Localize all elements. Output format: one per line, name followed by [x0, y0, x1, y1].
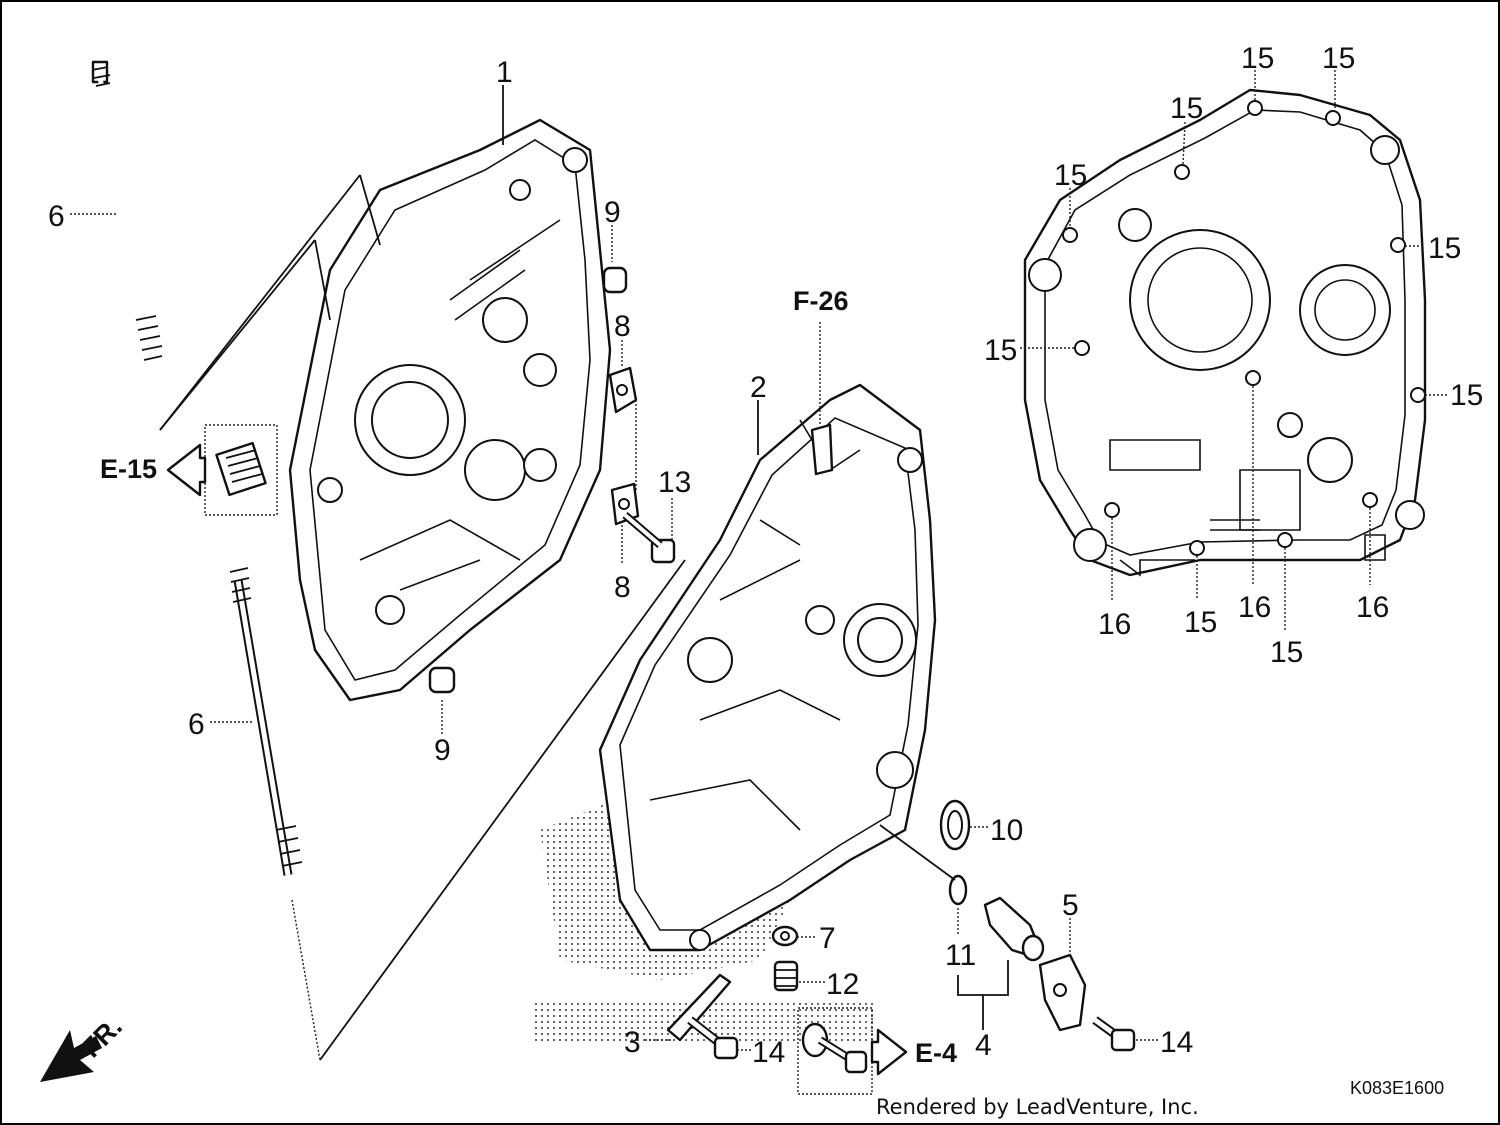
callout-16: 16: [1098, 608, 1131, 641]
plate[interactable]: [666, 973, 732, 1042]
callout-3: 3: [624, 1026, 641, 1059]
callout-12: 12: [826, 968, 859, 1001]
crankcase-bolt-pattern-view[interactable]: [1023, 88, 1427, 577]
o-ring[interactable]: [948, 874, 968, 906]
switch-bracket[interactable]: [1038, 953, 1087, 1032]
callout-15: 15: [984, 334, 1017, 367]
callout-13: 13: [658, 466, 691, 499]
stud-bolt-upper[interactable]: [91, 60, 163, 361]
callout-10: 10: [990, 814, 1023, 847]
clip-lower[interactable]: [610, 482, 640, 526]
ref-e15-label[interactable]: E-15: [100, 454, 157, 484]
ref-e4-label[interactable]: E-4: [915, 1038, 957, 1068]
callout-8-lower: 8: [614, 571, 631, 604]
callout-11: 11: [945, 939, 976, 972]
callout-15: 15: [1184, 606, 1217, 639]
callout-14-right: 14: [1160, 1026, 1193, 1059]
callout-9-lower: 9: [434, 734, 451, 767]
oil-seal[interactable]: [939, 799, 971, 851]
leader-lines: [70, 70, 1448, 1061]
e4-reference-box[interactable]: [797, 1007, 908, 1095]
callout-7: 7: [819, 922, 836, 955]
callout-4: 4: [975, 1029, 992, 1062]
callout-14-left: 14: [752, 1036, 785, 1069]
stud-bolt-lower[interactable]: [229, 567, 303, 876]
callout-6-upper: 6: [48, 200, 65, 233]
bolt-lower-right[interactable]: [1092, 1016, 1136, 1052]
ref-f26-label[interactable]: F-26: [793, 286, 849, 316]
nut[interactable]: [771, 925, 799, 947]
drain-bolt[interactable]: [773, 960, 799, 992]
callout-9-upper: 9: [604, 196, 621, 229]
e15-reference-box[interactable]: [166, 424, 278, 516]
neutral-switch[interactable]: [983, 896, 1045, 962]
flange-bolt[interactable]: [622, 511, 676, 564]
callout-15: 15: [1054, 159, 1087, 192]
callouts: 1 2 3 4 5 6 6 7 8 8 9 9 10 11 12 13 14 1…: [48, 42, 1483, 1069]
right-crankcase[interactable]: [598, 383, 937, 952]
callout-15: 15: [1428, 232, 1461, 265]
credit-text: Rendered by LeadVenture, Inc.: [876, 1095, 1199, 1119]
callout-6-lower: 6: [188, 708, 205, 741]
bolt-lower-left[interactable]: [687, 1016, 739, 1060]
callout-8-upper: 8: [614, 310, 631, 343]
callout-5: 5: [1062, 889, 1079, 922]
callout-1: 1: [496, 56, 513, 89]
clip-upper[interactable]: [608, 366, 638, 414]
front-direction-arrow: FR.: [40, 1011, 128, 1082]
left-crankcase[interactable]: [288, 118, 612, 702]
callout-2: 2: [750, 371, 767, 404]
callout-15: 15: [1241, 42, 1274, 75]
callout-15: 15: [1322, 42, 1355, 75]
callout-15: 15: [1270, 636, 1303, 669]
drawing-code: K083E1600: [1350, 1078, 1444, 1098]
callout-16: 16: [1238, 591, 1271, 624]
callout-15: 15: [1170, 92, 1203, 125]
dowel-pin-upper[interactable]: [602, 266, 628, 294]
callout-15: 15: [1450, 379, 1483, 412]
callout-16: 16: [1356, 591, 1389, 624]
dowel-pin-lower[interactable]: [428, 666, 456, 694]
